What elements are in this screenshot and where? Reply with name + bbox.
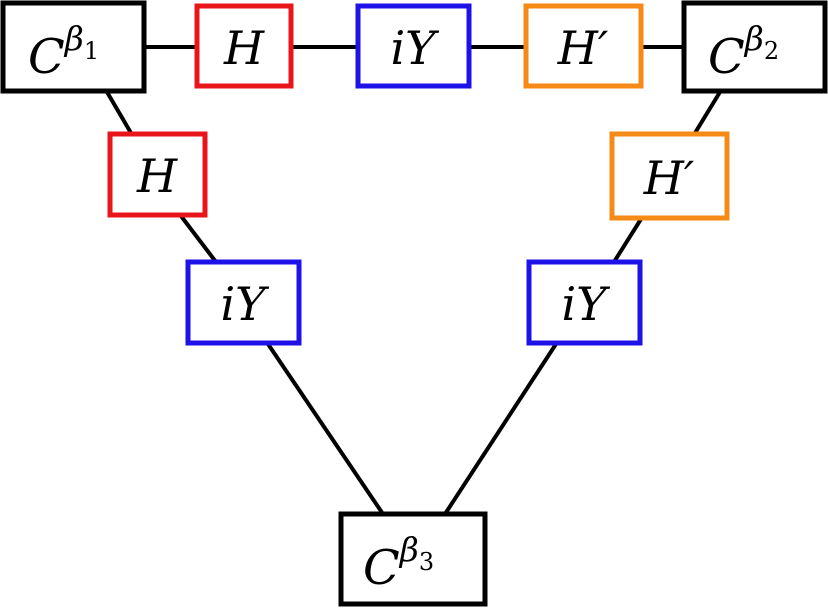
node-top-h: H	[194, 3, 294, 89]
node-left-iy: iY	[185, 259, 302, 346]
node-c2: Cβ2	[681, 0, 828, 94]
node-c1: Cβ1	[0, 0, 147, 94]
node-right-iy-label: iY	[561, 277, 611, 331]
edges	[105, 45, 722, 516]
node-c2-box	[681, 0, 828, 94]
node-top-iy-box	[355, 3, 472, 89]
edge-c2-right-hp	[693, 90, 722, 135]
node-top-h-label: H	[223, 21, 265, 75]
edge-right-iy-c3	[443, 342, 558, 516]
edge-c1-left-h	[105, 90, 133, 135]
node-c1-main: C	[28, 29, 65, 85]
node-right-hp: H′	[609, 131, 730, 221]
node-left-h-box	[107, 131, 208, 218]
node-c2-main: C	[708, 29, 745, 85]
node-c1-box	[0, 0, 147, 94]
edge-left-h-left-iy	[179, 214, 218, 264]
edge-left-iy-c3	[266, 342, 385, 516]
edge-right-hp-right-iy	[612, 217, 643, 264]
node-top-h-box	[194, 3, 294, 89]
node-top-hp: H′	[523, 3, 644, 89]
node-right-iy: iY	[526, 259, 643, 346]
node-c3: Cβ3	[338, 511, 488, 607]
node-c1-sup: β	[63, 19, 84, 58]
node-top-hp-box	[523, 3, 644, 89]
node-c2-sub: 2	[764, 37, 779, 65]
node-left-iy-label: iY	[220, 277, 270, 331]
node-left-h: H	[107, 131, 208, 218]
node-top-iy-label: iY	[390, 21, 440, 75]
svg-text:Cβ3: Cβ3	[363, 530, 434, 596]
node-left-h-label: H	[136, 149, 178, 203]
svg-text:Cβ2: Cβ2	[708, 19, 779, 85]
node-right-hp-box	[609, 131, 730, 221]
node-right-iy-box	[526, 259, 643, 346]
node-c3-main: C	[363, 540, 400, 596]
node-top-hp-label: H′	[557, 21, 609, 75]
node-c3-box	[338, 511, 488, 607]
node-right-hp-label: H′	[643, 151, 695, 205]
node-c2-sup: β	[743, 19, 764, 58]
node-c1-sub: 1	[84, 37, 99, 65]
node-c3-sup: β	[398, 530, 419, 569]
node-c3-sub: 3	[419, 548, 434, 576]
node-left-iy-box	[185, 259, 302, 346]
node-top-iy: iY	[355, 3, 472, 89]
svg-text:Cβ1: Cβ1	[28, 19, 99, 85]
